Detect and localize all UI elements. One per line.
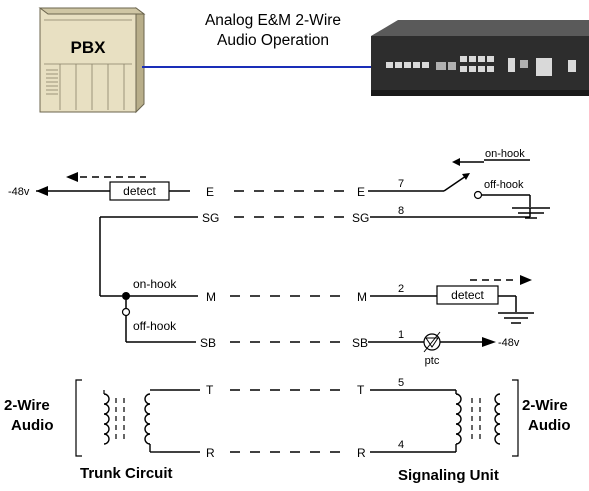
signal-transformer-icon (455, 390, 501, 452)
arrow-left-icon (36, 186, 48, 196)
pbx-cabinet (38, 7, 146, 114)
ground-icon (498, 312, 534, 324)
pin-m: 2 (398, 283, 404, 295)
switch-contact-icon (473, 190, 483, 200)
signal-lead-r: R (357, 446, 366, 460)
signal-audio-line-2: Audio (528, 417, 571, 434)
pin-e: 7 (398, 178, 404, 190)
signal-detect-box (436, 285, 499, 305)
trunk-audio-line-2: Audio (11, 417, 54, 434)
trunk-detect-label: detect (123, 184, 156, 198)
trunk-lead-sg: SG (202, 211, 219, 225)
pin-sg: 8 (398, 205, 404, 217)
trunk-lead-r: R (206, 446, 215, 460)
signal-lead-sg: SG (352, 211, 369, 225)
switch-arrow-icon (462, 173, 470, 180)
title-line-1: Analog E&M 2-Wire (205, 12, 341, 29)
pin-t: 5 (398, 377, 404, 389)
signal-lead-m: M (357, 290, 367, 304)
trunk-lead-t: T (206, 383, 214, 397)
switch-contact-icon (121, 307, 131, 317)
trunk-off-hook: off-hook (133, 319, 177, 333)
signal-audio-bracket (512, 379, 519, 457)
arrow-left-icon (66, 172, 78, 182)
signal-off-hook: off-hook (484, 179, 524, 191)
pin-r: 4 (398, 439, 404, 451)
ptc-label: ptc (425, 355, 440, 367)
trunk-transformer-icon (103, 389, 160, 453)
router-device (371, 20, 589, 96)
signal-lead-sb: SB (352, 336, 368, 350)
signal-on-hook: on-hook (485, 148, 525, 160)
signal-caption: Signaling Unit (398, 467, 499, 484)
pbx-label: PBX (71, 38, 107, 57)
signal-audio-line-1: 2-Wire (522, 397, 568, 414)
title-line-2: Audio Operation (217, 32, 329, 49)
signal-lead-t: T (357, 383, 365, 397)
trunk-lead-sb: SB (200, 336, 216, 350)
arrow-right-icon (482, 337, 496, 347)
trunk-caption: Trunk Circuit (80, 465, 173, 482)
trunk-audio-bracket (75, 379, 82, 457)
ground-icon (512, 207, 550, 219)
signal-voltage: -48v (498, 337, 520, 349)
switch-marker-icon (452, 158, 460, 166)
trunk-voltage: -48v (8, 186, 30, 198)
pin-sb: 1 (398, 329, 404, 341)
signal-detect-label: detect (451, 288, 484, 302)
arrow-right-icon (520, 275, 532, 285)
trunk-lead-e: E (206, 185, 214, 199)
trunk-lead-m: M (206, 290, 216, 304)
trunk-audio-line-1: 2-Wire (4, 397, 50, 414)
trunk-on-hook: on-hook (133, 277, 177, 291)
signal-lead-e: E (357, 185, 365, 199)
